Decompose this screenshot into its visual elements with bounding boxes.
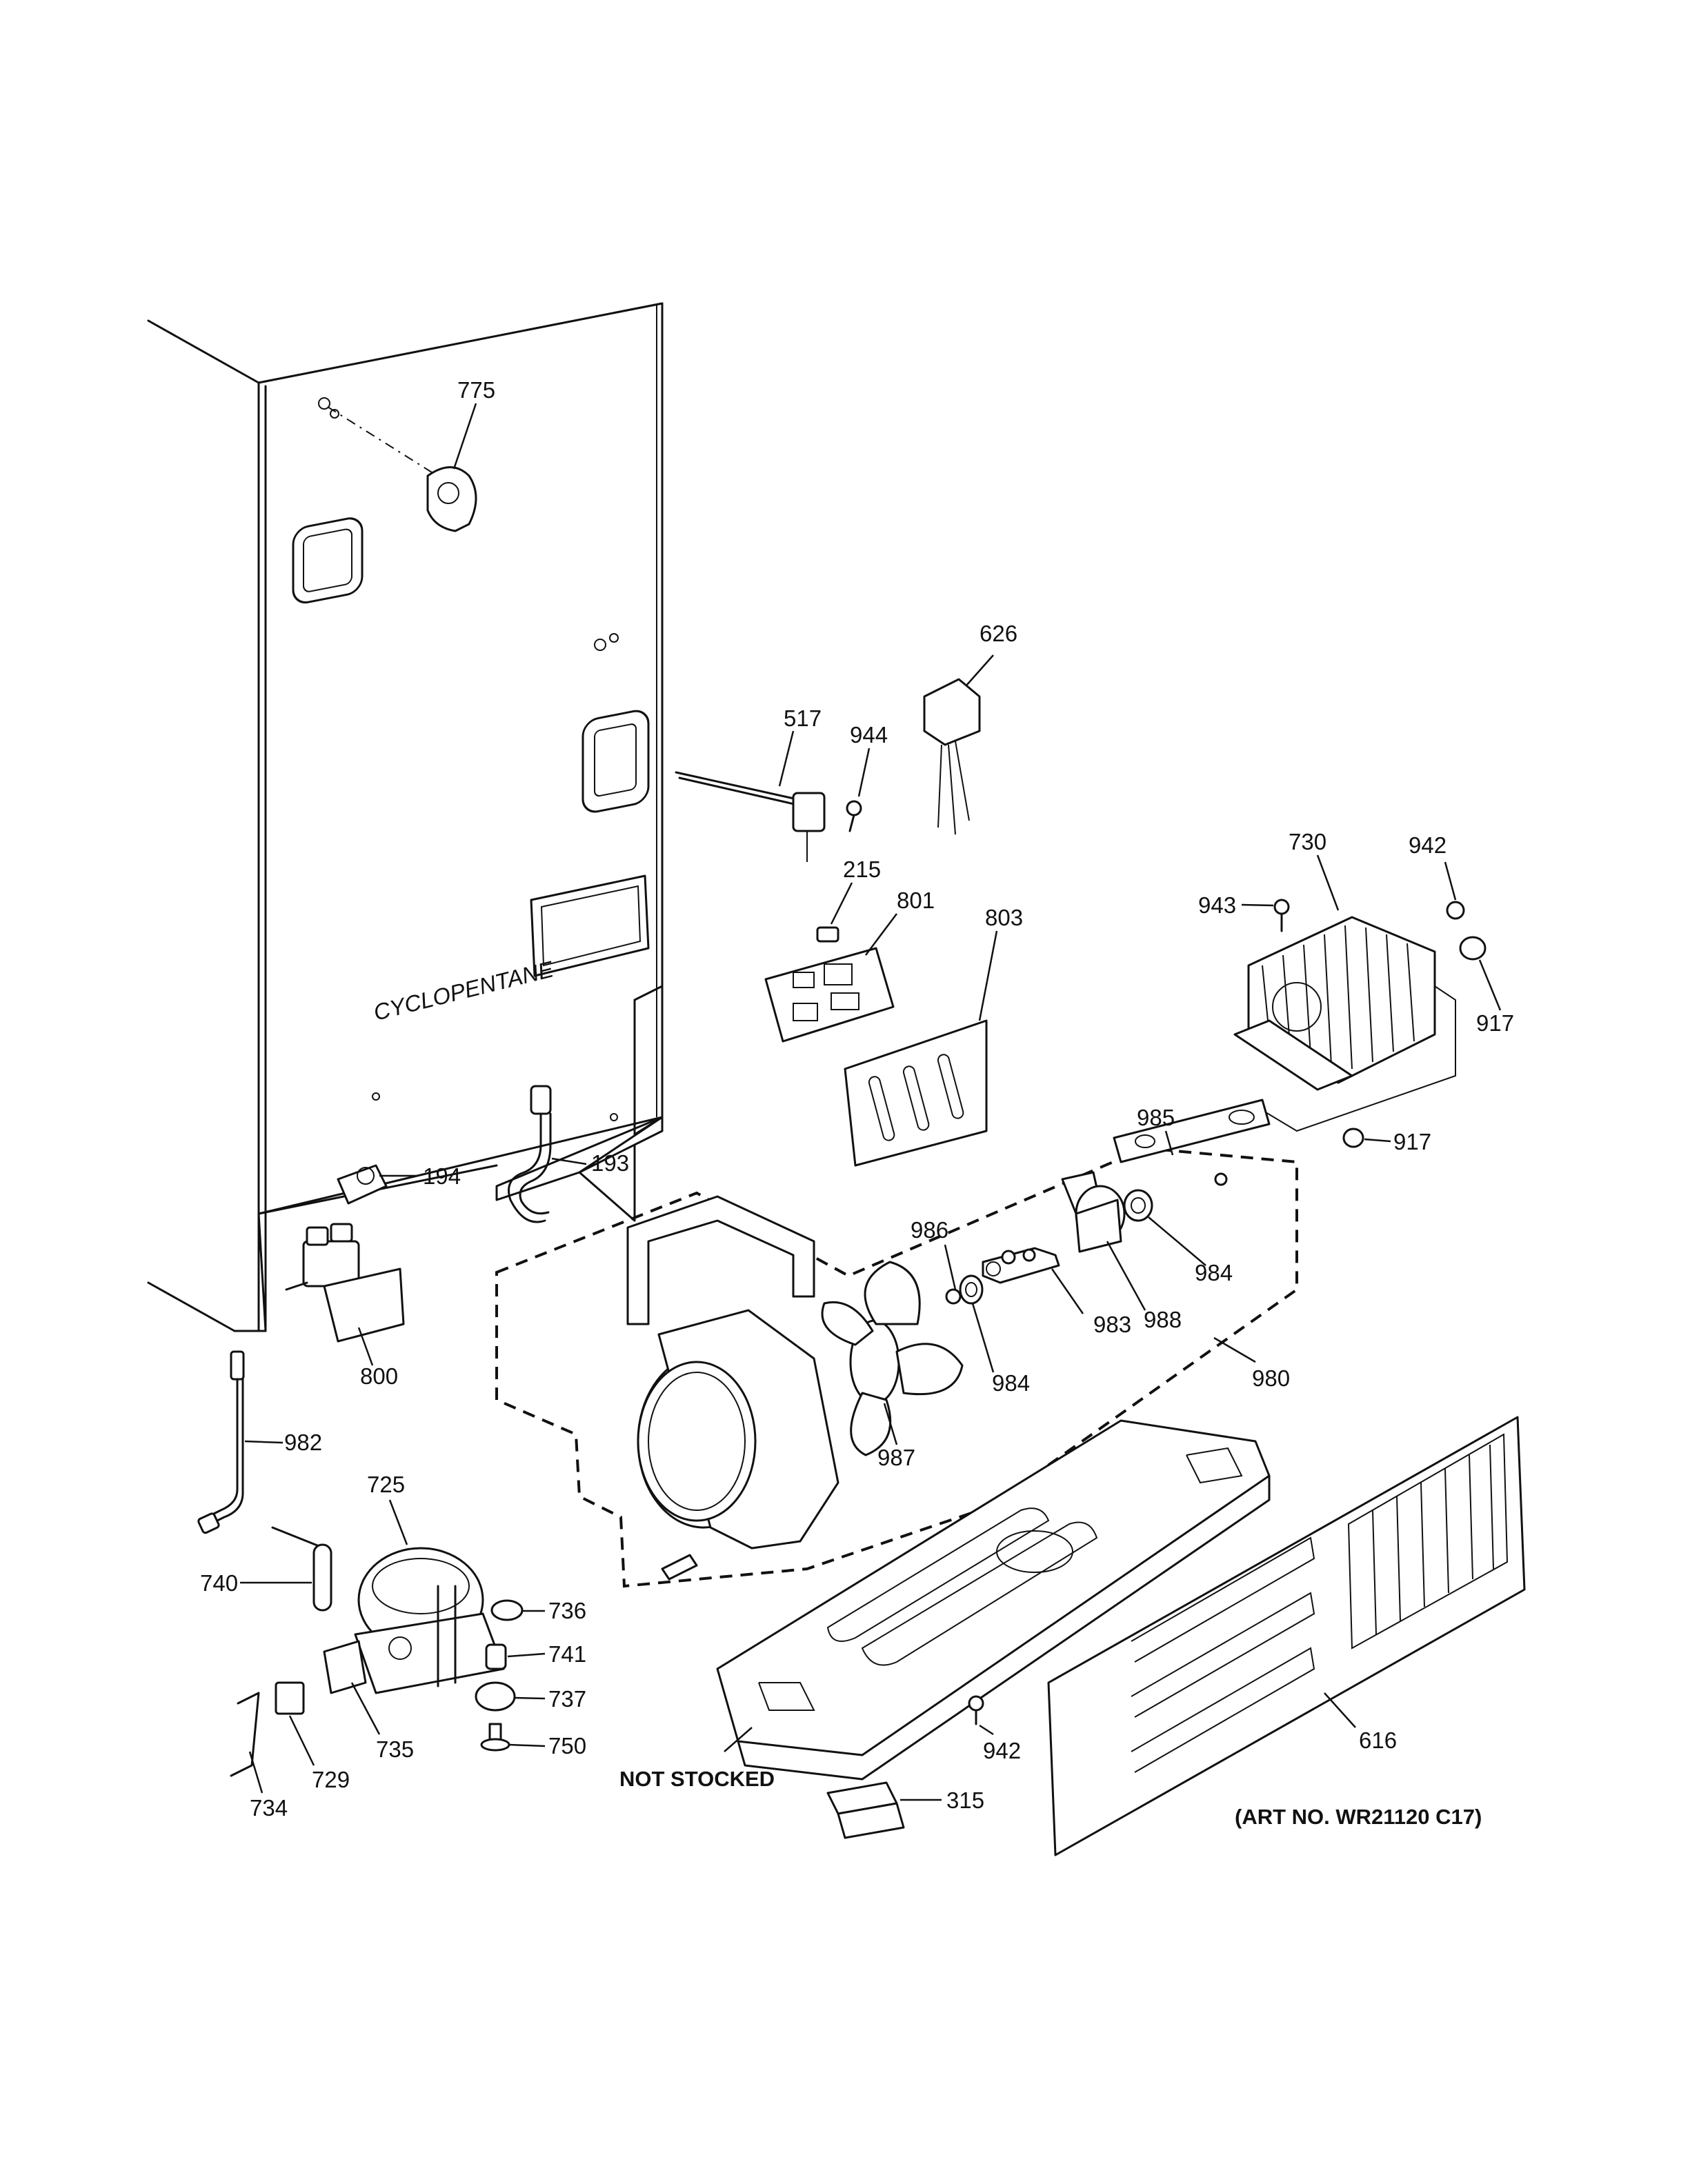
label-730: 730	[1289, 829, 1326, 854]
relay-shapes	[230, 1640, 367, 1777]
part-987-shape	[821, 1261, 964, 1456]
label-737: 737	[548, 1686, 586, 1712]
label-801: 801	[897, 888, 935, 913]
motor-parts-shapes	[945, 1099, 1271, 1305]
label-984-right: 984	[1195, 1260, 1233, 1285]
part-315-shape	[826, 1781, 905, 1839]
part-775-shape	[426, 466, 477, 532]
label-917-top: 917	[1476, 1010, 1514, 1036]
label-944: 944	[850, 722, 888, 748]
label-193: 193	[591, 1150, 629, 1176]
label-942-bottom: 942	[983, 1738, 1021, 1763]
label-517: 517	[784, 705, 822, 731]
part-194-shape	[337, 1164, 388, 1205]
part-800-shape	[285, 1223, 405, 1343]
label-942-top: 942	[1409, 832, 1447, 858]
part-517-shape	[675, 771, 826, 862]
label-626: 626	[980, 621, 1017, 646]
label-729: 729	[312, 1767, 350, 1792]
part-626-shape	[923, 678, 981, 835]
label-741: 741	[548, 1641, 586, 1667]
label-800: 800	[360, 1363, 398, 1389]
part-number-labels: 775 626 517 944 215 801 803 730 942 943 …	[200, 377, 1514, 1829]
part-801-shape	[764, 947, 895, 1043]
part-215-shape	[816, 926, 839, 943]
part-942b-shape	[968, 1695, 984, 1725]
hardware-shapes	[1273, 899, 1487, 1148]
label-735: 735	[376, 1736, 414, 1762]
label-983: 983	[1093, 1312, 1131, 1337]
part-944-shape	[846, 800, 862, 832]
label-943: 943	[1198, 892, 1236, 918]
label-984-left: 984	[992, 1370, 1030, 1396]
label-987: 987	[877, 1445, 915, 1470]
not-stocked-label: NOT STOCKED	[619, 1767, 775, 1791]
label-734: 734	[250, 1795, 288, 1821]
leader-lines	[240, 403, 1502, 1801]
label-194: 194	[423, 1163, 461, 1189]
part-193-shape	[508, 1085, 552, 1223]
part-screw-shape	[661, 1554, 698, 1581]
label-315: 315	[946, 1787, 984, 1813]
label-725: 725	[367, 1472, 405, 1497]
label-917-bottom: 917	[1393, 1129, 1431, 1154]
label-740: 740	[200, 1570, 238, 1596]
label-750: 750	[548, 1733, 586, 1759]
art-number-label: (ART NO. WR21120 C17)	[1235, 1805, 1482, 1829]
part-982-shape	[197, 1350, 245, 1534]
compressor-hardware-shapes	[475, 1599, 524, 1752]
part-shroud-shape	[626, 1195, 839, 1550]
cabinet-back-panel: CYCLOPENTANE	[147, 302, 664, 1332]
label-803: 803	[985, 905, 1023, 930]
label-736: 736	[548, 1598, 586, 1623]
label-215: 215	[843, 856, 881, 882]
base-pan-shape	[716, 1419, 1271, 1781]
label-982: 982	[284, 1430, 322, 1455]
part-725-shape	[354, 1547, 505, 1694]
part-740-shape	[271, 1526, 332, 1612]
label-980: 980	[1252, 1365, 1290, 1391]
label-986: 986	[911, 1217, 948, 1243]
label-985: 985	[1137, 1105, 1175, 1130]
part-730-shape	[1233, 916, 1456, 1132]
label-616: 616	[1359, 1727, 1397, 1753]
label-988: 988	[1144, 1307, 1182, 1332]
part-803-shape	[844, 1019, 988, 1167]
label-775: 775	[457, 377, 495, 403]
part-616-shape	[1047, 1416, 1526, 1856]
